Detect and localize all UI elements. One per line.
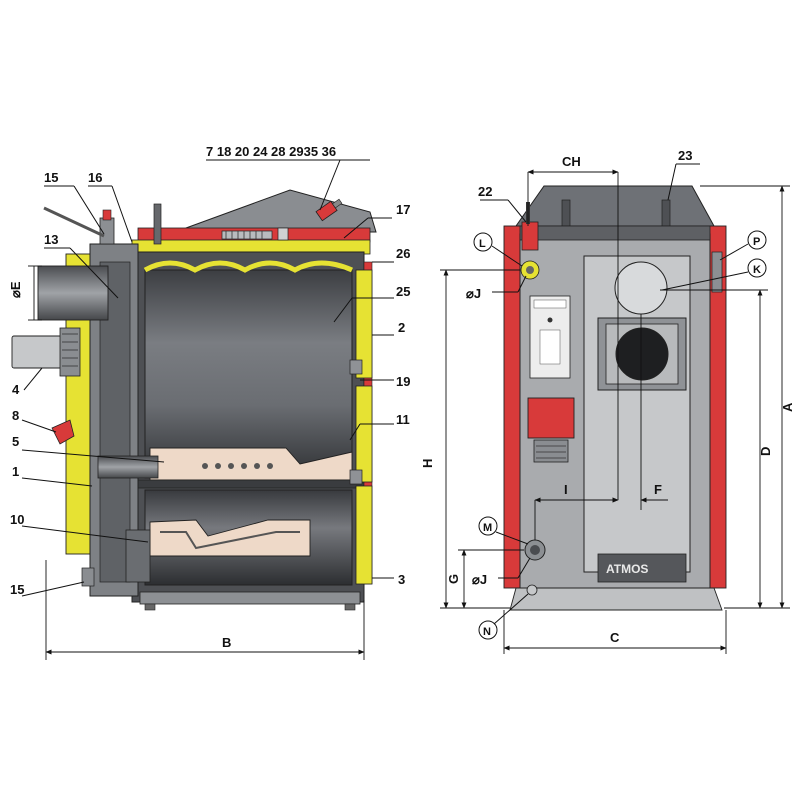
- label-N: N: [483, 626, 491, 638]
- rear-valve-22: [521, 221, 539, 251]
- top-lever-bar: [43, 206, 105, 238]
- label-13: 13: [44, 232, 58, 247]
- label-top-parts: 7 18 20 24 28 2935 36: [206, 144, 336, 159]
- brand-badge: [597, 553, 687, 583]
- brand-text: ATMOS: [606, 562, 648, 576]
- rear-dimensions: [440, 169, 790, 654]
- label-K: K: [753, 264, 761, 276]
- label-11: 11: [396, 412, 410, 427]
- label-dim-ch: CH: [562, 154, 581, 169]
- label-15-bottom: 15: [10, 582, 24, 597]
- right-door-middle: [355, 385, 373, 483]
- boiler-roof: [185, 189, 377, 233]
- rear-leaders: [473, 163, 767, 640]
- upper-chamber: [144, 269, 353, 479]
- label-1: 1: [12, 464, 19, 479]
- label-dim-i: I: [564, 482, 568, 497]
- label-dim-h: H: [420, 459, 435, 468]
- rear-base: [509, 587, 723, 611]
- connection-n: [526, 584, 538, 596]
- label-dim-b: B: [222, 635, 231, 650]
- label-16: 16: [88, 170, 102, 185]
- label-5: 5: [12, 434, 19, 449]
- upper-chamber-top-wave: [143, 260, 354, 273]
- base-plate: [139, 591, 361, 605]
- label-dim-d: D: [758, 447, 773, 456]
- rear-top-tube-left: [561, 199, 571, 227]
- label-4: 4: [12, 382, 20, 397]
- label-22: 22: [478, 184, 492, 199]
- dimension-b: [45, 560, 365, 660]
- right-door-lower: [355, 485, 373, 585]
- outlet-k: [614, 261, 668, 315]
- label-dim-a: A: [780, 402, 795, 412]
- rear-fan-box: [527, 397, 575, 439]
- label-dim-j-top: ⌀J: [466, 286, 481, 301]
- red-lever: [51, 419, 75, 445]
- rear-roof: [515, 185, 715, 227]
- section-view: 7 18 20 24 28 2935 36 15 16 17 13 26 25 …: [8, 144, 410, 660]
- label-M: M: [483, 522, 492, 534]
- label-3: 3: [398, 572, 405, 587]
- label-2: 2: [398, 320, 405, 335]
- label-P: P: [753, 236, 760, 248]
- rear-view: ATMOS: [420, 148, 795, 654]
- air-duct: [97, 455, 159, 479]
- flue-opening: [615, 327, 669, 381]
- label-25: 25: [396, 284, 410, 299]
- label-17: 17: [396, 202, 410, 217]
- flue-outlet-pipe: [37, 265, 109, 321]
- label-dim-e: ⌀E: [8, 281, 23, 298]
- label-19: 19: [396, 374, 410, 389]
- lower-duct: [125, 529, 151, 583]
- dimension-e: [28, 265, 42, 321]
- label-L: L: [479, 238, 486, 250]
- right-door-upper: [355, 269, 373, 379]
- label-23: 23: [678, 148, 692, 163]
- rear-red-left: [503, 225, 523, 589]
- section-leaders: [21, 159, 394, 597]
- lower-refractory: [149, 519, 311, 557]
- fan-unit: [11, 335, 65, 369]
- rear-top-tube-right: [661, 199, 671, 227]
- top-vent-pipe: [153, 203, 162, 245]
- label-dim-f: F: [654, 482, 662, 497]
- label-8: 8: [12, 408, 19, 423]
- label-10: 10: [10, 512, 24, 527]
- label-15-top: 15: [44, 170, 58, 185]
- label-dim-c: C: [610, 630, 620, 645]
- nozzle-holes: [202, 463, 273, 469]
- fan-fins: [62, 333, 78, 367]
- top-tubes: [221, 227, 289, 241]
- label-26: 26: [396, 246, 410, 261]
- chamber-divider: [131, 479, 365, 489]
- roof-sensor: [315, 198, 343, 222]
- label-dim-j-bottom: ⌀J: [472, 572, 487, 587]
- label-dim-g: G: [446, 574, 461, 584]
